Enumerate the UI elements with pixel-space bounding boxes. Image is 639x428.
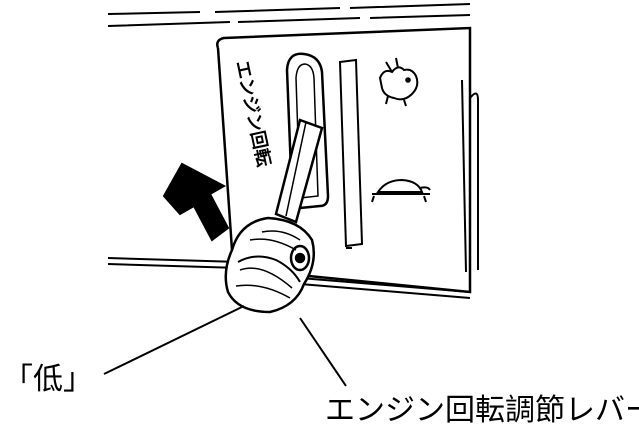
callout-lever: エンジン回転調節レバー bbox=[325, 393, 639, 428]
lever-slot-inner bbox=[295, 63, 319, 199]
lever-shaft bbox=[274, 118, 324, 224]
housing-base-line bbox=[107, 257, 471, 299]
leader-line-low bbox=[103, 305, 245, 375]
housing-top-edge bbox=[107, 3, 471, 27]
turtle-icon bbox=[371, 178, 431, 203]
callout-low: 「低」 bbox=[3, 362, 93, 397]
rabbit-icon bbox=[378, 57, 419, 107]
up-arrow-icon bbox=[162, 162, 230, 242]
speed-scale-strip bbox=[338, 58, 364, 248]
lever-knob[interactable] bbox=[224, 216, 315, 314]
panel-right-slot bbox=[469, 92, 479, 270]
leader-line-lever bbox=[299, 317, 347, 387]
panel-divider bbox=[461, 79, 467, 273]
